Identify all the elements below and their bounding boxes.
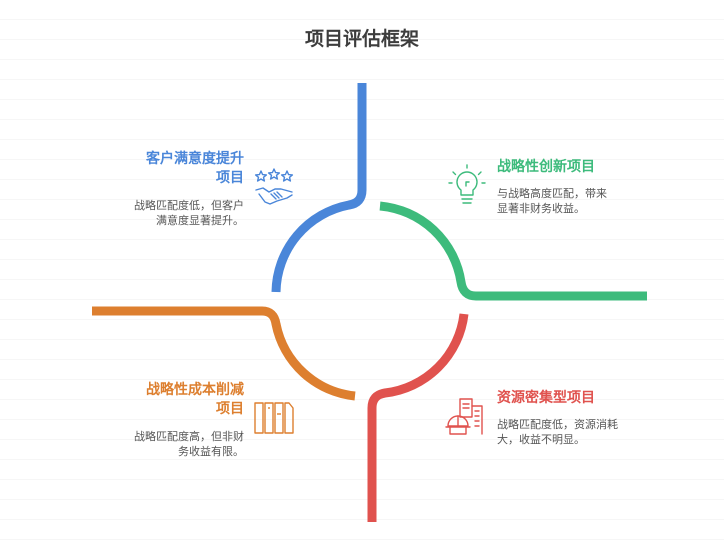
orange-quadrant-arm — [92, 306, 356, 401]
quadrant-description: 战略匹配度低，但客户 满意度显著提升。 — [116, 198, 244, 228]
lightbulb-icon — [447, 164, 487, 208]
quadrant-desc-line2: 满意度显著提升。 — [156, 214, 244, 227]
quadrant-title: 客户满意度提升 项目 — [116, 150, 244, 188]
quadrant-desc-line2: 大，收益不明显。 — [497, 433, 585, 446]
quadrant-title-line2: 项目 — [216, 401, 244, 417]
quadrant-desc-line1: 战略匹配度低，但客户 — [134, 199, 244, 212]
blue-quadrant-arm — [271, 83, 367, 293]
quadrant-title: 战略性成本削减 项目 — [112, 381, 244, 419]
columns-icon — [253, 400, 295, 436]
quadrant-title-line1: 战略性创新项目 — [497, 159, 595, 175]
quadrant-desc-line2: 务收益有限。 — [178, 445, 244, 458]
quadrant-title-line2: 项目 — [216, 170, 244, 186]
red-quadrant-arm — [367, 313, 469, 522]
quadrant-desc-line2: 显著非财务收益。 — [497, 202, 585, 215]
quadrant-title-line1: 战略性成本削减 — [146, 382, 244, 398]
quadrant-strategic-cost-reduction: 战略性成本削减 项目 战略匹配度高，但非财 务收益有限。 — [112, 381, 244, 459]
quadrant-desc-line1: 战略匹配度高，但非财 — [134, 430, 244, 443]
quadrant-desc-line1: 战略匹配度低，资源消耗 — [497, 418, 618, 431]
quadrant-customer-satisfaction: 客户满意度提升 项目 战略匹配度低，但客户 满意度显著提升。 — [116, 150, 244, 228]
quadrant-description: 战略匹配度低，资源消耗 大，收益不明显。 — [497, 417, 637, 447]
handshake-stars-icon — [253, 168, 295, 208]
quadrant-resource-intensive: 资源密集型项目 战略匹配度低，资源消耗 大，收益不明显。 — [497, 389, 637, 447]
quadrant-title-line1: 客户满意度提升 — [146, 151, 244, 167]
green-quadrant-arm — [379, 201, 647, 301]
quadrant-description: 与战略高度匹配，带来 显著非财务收益。 — [497, 186, 637, 216]
quadrant-title: 资源密集型项目 — [497, 389, 637, 408]
page-title: 项目评估框架 — [304, 28, 419, 50]
quadrant-desc-line1: 与战略高度匹配，带来 — [497, 187, 607, 200]
quadrant-title: 战略性创新项目 — [497, 158, 637, 177]
quadrant-description: 战略匹配度高，但非财 务收益有限。 — [112, 429, 244, 459]
quadrant-title-line1: 资源密集型项目 — [497, 390, 595, 406]
worker-building-icon — [444, 396, 486, 438]
quadrant-strategic-innovation: 战略性创新项目 与战略高度匹配，带来 显著非财务收益。 — [497, 158, 637, 216]
